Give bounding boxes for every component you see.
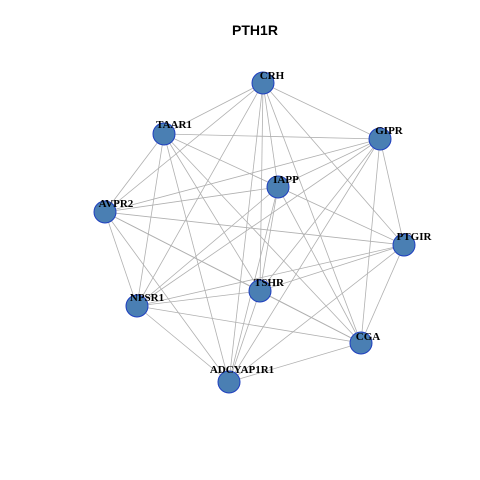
- node-tshr: [248, 279, 272, 303]
- node-label-ptgir: PTGIR: [397, 231, 433, 243]
- edge-crh-npsr1: [136, 82, 264, 307]
- edge-gipr-adcyap1r1: [228, 138, 381, 383]
- edge-taar1-tshr: [163, 133, 261, 292]
- edge-crh-ptgir: [262, 82, 405, 246]
- edge-taar1-cga: [163, 133, 362, 344]
- edge-avpr2-adcyap1r1: [104, 211, 230, 383]
- edge-iapp-npsr1: [136, 186, 279, 307]
- edge-tshr-cga: [259, 290, 362, 344]
- node-taar1: [152, 122, 176, 146]
- edge-avpr2-npsr1: [104, 211, 138, 307]
- node-iapp: [266, 175, 290, 199]
- edge-ptgir-npsr1: [136, 244, 405, 307]
- edge-iapp-cga: [277, 186, 362, 344]
- edge-gipr-npsr1: [136, 138, 381, 307]
- graph-title: PTH1R: [232, 22, 278, 38]
- node-avpr2: [93, 200, 117, 224]
- node-label-avpr2: AVPR2: [99, 198, 134, 210]
- edge-gipr-ptgir: [379, 138, 405, 246]
- edge-crh-adcyap1r1: [228, 82, 264, 383]
- edges-layer: [104, 82, 405, 383]
- node-gipr: [368, 127, 392, 151]
- edge-gipr-tshr: [259, 138, 381, 292]
- edge-taar1-adcyap1r1: [163, 133, 230, 383]
- edge-avpr2-ptgir: [104, 211, 405, 246]
- edge-crh-cga: [262, 82, 362, 344]
- node-label-gipr: GIPR: [375, 125, 404, 137]
- node-label-tshr: TSHR: [254, 277, 285, 289]
- node-label-npsr1: NPSR1: [130, 292, 164, 304]
- edge-taar1-npsr1: [136, 133, 165, 307]
- edge-taar1-avpr2: [104, 133, 165, 213]
- node-npsr1: [125, 294, 149, 318]
- edge-ptgir-cga: [360, 244, 405, 344]
- edge-crh-taar1: [163, 82, 264, 135]
- edge-gipr-iapp: [277, 138, 381, 188]
- edge-tshr-npsr1: [136, 290, 261, 307]
- node-ptgir: [392, 233, 416, 257]
- edge-iapp-avpr2: [104, 186, 279, 213]
- edge-ptgir-tshr: [259, 244, 405, 292]
- node-label-crh: CRH: [260, 70, 285, 82]
- nodes-layer: [93, 71, 416, 394]
- edge-iapp-tshr: [259, 186, 279, 292]
- node-label-cga: CGA: [356, 331, 381, 343]
- edge-taar1-gipr: [163, 133, 381, 140]
- node-crh: [251, 71, 275, 95]
- edge-gipr-avpr2: [104, 138, 381, 213]
- edge-crh-gipr: [262, 82, 381, 140]
- edge-crh-iapp: [262, 82, 279, 188]
- node-cga: [349, 331, 373, 355]
- edge-crh-avpr2: [104, 82, 264, 213]
- edge-npsr1-adcyap1r1: [136, 305, 230, 383]
- edge-ptgir-adcyap1r1: [228, 244, 405, 383]
- edge-cga-adcyap1r1: [228, 342, 362, 383]
- node-label-iapp: IAPP: [273, 174, 299, 186]
- edge-npsr1-cga: [136, 305, 362, 344]
- node-label-adcyap1r1: ADCYAP1R1: [210, 364, 274, 376]
- node-label-taar1: TAAR1: [156, 119, 192, 131]
- edge-crh-tshr: [259, 82, 264, 292]
- node-adcyap1r1: [217, 370, 241, 394]
- edge-tshr-adcyap1r1: [228, 290, 261, 383]
